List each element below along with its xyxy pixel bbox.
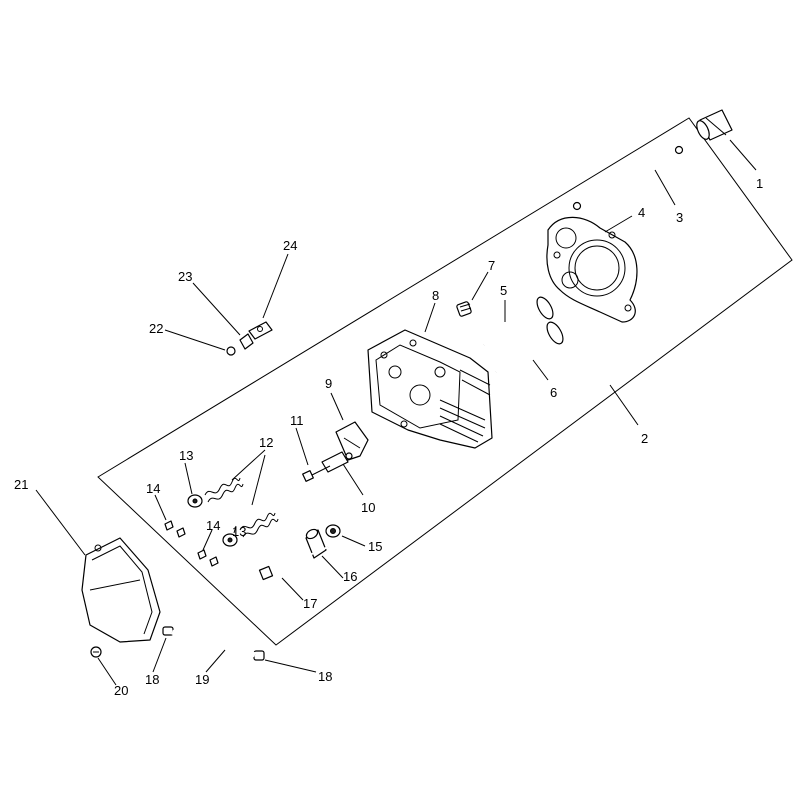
part-4-head-gasket <box>546 216 638 323</box>
part-13-retainer-upper <box>187 494 203 508</box>
callout-17: 17 <box>303 596 317 611</box>
callout-22: 22 <box>149 321 163 336</box>
callout-7: 7 <box>488 258 495 273</box>
callout-1: 1 <box>756 176 763 191</box>
callout-15: 15 <box>368 539 382 554</box>
callout-14-upper: 14 <box>146 481 160 496</box>
part-12-spring-upper <box>204 477 244 503</box>
callout-24: 24 <box>283 238 297 253</box>
part-18-clamp-right <box>253 650 265 661</box>
part-24-bracket <box>248 321 273 340</box>
part-21-cover <box>81 537 161 643</box>
callout-10: 10 <box>361 500 375 515</box>
callout-3: 3 <box>676 210 683 225</box>
callout-13-lower: 13 <box>232 524 246 539</box>
callout-18-left: 18 <box>145 672 159 687</box>
part-13-retainer-lower <box>222 533 238 547</box>
leader-lines <box>35 139 757 686</box>
callout-18-right: 18 <box>318 669 332 684</box>
callout-2: 2 <box>641 431 648 446</box>
part-19-hose <box>170 629 257 658</box>
assembly-boundary <box>97 117 793 646</box>
callout-12: 12 <box>259 435 273 450</box>
callout-23: 23 <box>178 269 192 284</box>
callout-8: 8 <box>432 288 439 303</box>
part-10-stud <box>321 451 353 473</box>
part-11-bolt <box>302 465 331 482</box>
callout-5: 5 <box>500 283 507 298</box>
callout-14-lower: 14 <box>206 518 220 533</box>
part-1-sleeve <box>696 109 733 141</box>
part-12-spring-lower <box>239 512 279 538</box>
callout-9: 9 <box>325 376 332 391</box>
part-17-bolt <box>258 546 329 581</box>
callout-20: 20 <box>114 683 128 698</box>
callout-19: 19 <box>195 672 209 687</box>
part-14-keepers-upper <box>164 520 186 538</box>
part-6-valve <box>495 321 564 374</box>
callout-21: 21 <box>14 477 28 492</box>
part-7-seal <box>456 301 472 317</box>
part-8-cylinder-head <box>367 329 493 449</box>
callout-16: 16 <box>343 569 357 584</box>
callout-6: 6 <box>550 385 557 400</box>
part-3-push-rod <box>572 145 684 211</box>
part-14-keepers-lower <box>197 549 219 567</box>
callout-11: 11 <box>290 413 304 428</box>
callout-4: 4 <box>638 205 645 220</box>
part-22-screw <box>226 346 236 356</box>
callout-13-upper: 13 <box>179 448 193 463</box>
part-20-screw <box>90 646 102 658</box>
part-5-valve <box>483 296 554 347</box>
part-15-nut <box>325 524 341 538</box>
part-23-washer <box>239 333 254 350</box>
